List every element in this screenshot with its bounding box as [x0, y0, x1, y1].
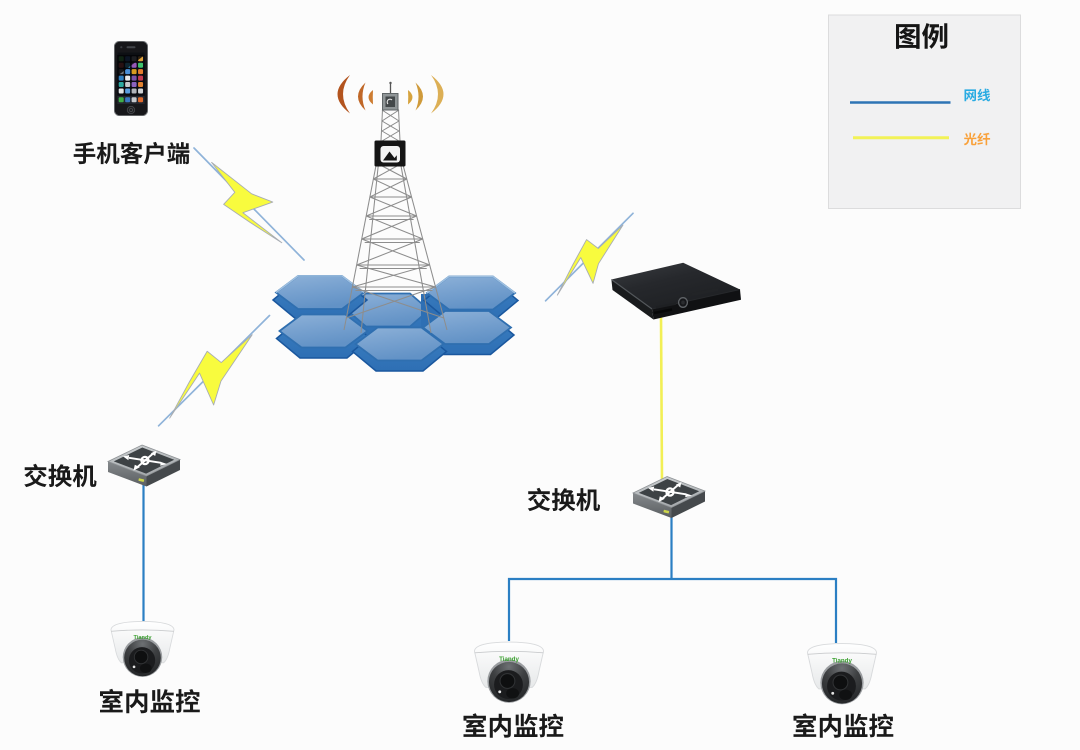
- svg-text:Tiandy: Tiandy: [133, 635, 152, 641]
- svg-text:Tiandy: Tiandy: [832, 658, 852, 665]
- svg-text:Tiandy: Tiandy: [499, 656, 519, 663]
